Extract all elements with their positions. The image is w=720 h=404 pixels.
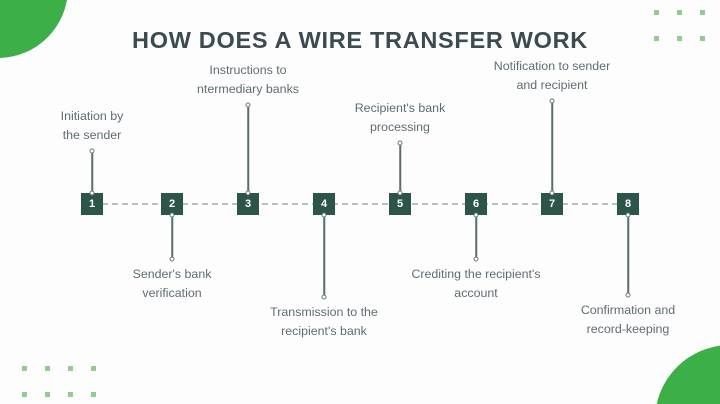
dot [22,392,27,397]
dot [45,366,50,371]
connector-dot-2-node [169,212,175,218]
dot [91,392,96,397]
step-label-line1: Sender's bank [132,267,212,281]
step-label-8: Confirmation and record-keeping [581,301,675,339]
step-label-line1: Confirmation and [580,303,676,317]
timeline-node-5[interactable]: 5 [389,193,411,215]
step-label-line1: Transmission to the [270,305,378,319]
dot [654,10,659,15]
step-label-1: Initiation by the sender [61,107,124,145]
dot [22,366,27,371]
connector-dot-1-node [89,190,95,196]
step-label-3: Instructions to ntermediary banks [197,61,299,99]
connector-dot-1-label [89,148,95,154]
connector-stem-1 [91,151,93,193]
step-label-line1: Notification to sender [493,59,611,74]
timeline-node-number: 8 [624,198,632,210]
step-label-4: Transmission to the recipient's bank [270,303,378,341]
dot [68,392,73,397]
connector-dot-3-node [245,190,251,196]
page-title: HOW DOES A WIRE TRANSFER WORK [132,27,588,53]
connector-dot-4-node [321,212,327,218]
connector-dot-7-node [549,190,555,196]
step-label-7: Notification to sender and recipient [494,57,610,95]
timeline-axis-line [92,203,628,205]
timeline-node-4[interactable]: 4 [313,193,335,215]
timeline-node-2[interactable]: 2 [161,193,183,215]
connector-stem-2 [171,215,173,259]
connector-dot-2-label [169,256,175,262]
step-label-line1: Recipient's bank [354,101,446,116]
connector-stem-8 [627,215,629,295]
step-label-2: Sender's bank verification [133,265,212,303]
decorative-dot-grid-bottom-left [22,366,97,398]
step-label-line2: account [454,285,498,300]
timeline-node-number: 6 [472,198,480,210]
dot [68,366,73,371]
step-label-line1: Instructions to [209,63,287,78]
connector-dot-3-label [245,102,251,108]
connector-stem-4 [323,215,325,297]
timeline-node-7[interactable]: 7 [541,193,563,215]
timeline-node-number: 1 [88,198,96,210]
decorative-dot-grid-top-right [654,10,720,42]
dot [677,36,682,41]
connector-dot-6-node [473,212,479,218]
dot [45,392,50,397]
dot [654,36,659,41]
connector-stem-5 [399,143,401,193]
connector-stem-7 [551,101,553,193]
connector-stem-3 [247,105,249,193]
dot [677,10,682,15]
connector-stem-6 [475,215,477,259]
connector-dot-8-node [625,212,631,218]
step-label-line2: and recipient [516,78,588,93]
step-label-line2: verification [142,285,202,300]
timeline-node-number: 5 [396,198,404,210]
step-label-line2: ntermediary banks [197,82,299,97]
dot [700,10,705,15]
timeline-node-number: 2 [168,198,176,210]
step-label-line2: processing [370,120,430,135]
step-label-line2: recipient's bank [281,323,367,338]
step-label-line1: Initiation by [60,109,124,124]
timeline-node-number: 4 [320,198,328,210]
step-label-5: Recipient's bank processing [355,99,446,137]
step-label-6: Crediting the recipient's account [411,265,540,303]
connector-dot-7-label [549,98,555,104]
timeline-node-number: 7 [548,198,556,210]
connector-dot-8-label [625,292,631,298]
connector-dot-4-label [321,294,327,300]
timeline-node-number: 3 [244,198,252,210]
connector-dot-6-label [473,256,479,262]
timeline-node-3[interactable]: 3 [237,193,259,215]
step-label-line2: the sender [62,128,122,143]
connector-dot-5-label [397,140,403,146]
dot [91,366,96,371]
step-label-line2: record-keeping [586,321,670,336]
timeline-node-6[interactable]: 6 [465,193,487,215]
timeline-node-1[interactable]: 1 [81,193,103,215]
connector-dot-5-node [397,190,403,196]
dot [700,36,705,41]
step-label-line1: Crediting the recipient's [411,267,541,281]
timeline-node-8[interactable]: 8 [617,193,639,215]
